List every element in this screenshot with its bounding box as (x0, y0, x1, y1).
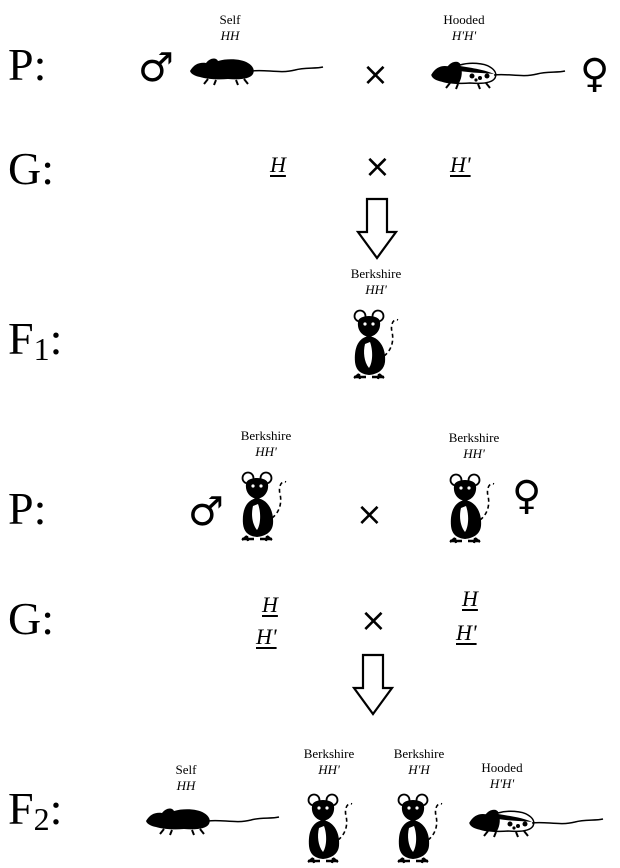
berkshire-rat-icon (448, 473, 496, 545)
berkshire-rat-icon (306, 793, 354, 865)
cross2-g-label: G: (8, 593, 54, 644)
hooded-rat-icon (431, 61, 566, 90)
cross1-g-label: G: (8, 143, 54, 194)
parent-genotype: H'H' (451, 28, 477, 44)
f2-offspring-label-1: Self HH (175, 762, 197, 794)
parent-genotype: HH (220, 28, 240, 44)
offspring-genotype: HH' (365, 282, 387, 298)
parent-name: Self (219, 12, 241, 27)
parent-genotype: HH' (255, 444, 277, 460)
cross2-male-parent-label: Berkshire HH' (228, 428, 304, 461)
cross1-offspring-label: Berkshire HH' (338, 266, 414, 299)
cross1-p-label: P: (8, 39, 47, 90)
parent-name: Hooded (443, 12, 485, 27)
cross2-gamete-female-2: H' (456, 620, 477, 645)
cross2-f2-label: F2: (8, 783, 63, 837)
female-symbol-icon: ♀ (512, 473, 542, 519)
male-symbol-icon: ♂ (138, 45, 174, 91)
male-symbol-icon: ♂ (188, 489, 224, 535)
female-symbol-icon: ♀ (580, 51, 610, 97)
berkshire-rat-icon (240, 471, 288, 543)
cross1-f1-label: F1: (8, 313, 63, 367)
cross2-p-label: P: (8, 483, 47, 534)
cross1-male-parent-label: Self HH (210, 12, 250, 45)
f2-offspring-label-3: Berkshire H'H (393, 746, 445, 778)
cross1-female-parent-label: Hooded H'H' (432, 12, 496, 45)
parent-name: Berkshire (240, 428, 292, 443)
cross-symbol-icon: × (362, 55, 389, 93)
cross2-gamete-male-2: H' (256, 624, 277, 649)
arrow-down-icon (355, 197, 399, 260)
self-rat-icon (145, 807, 280, 836)
offspring-name: Berkshire (350, 266, 402, 281)
self-rat-icon (189, 57, 324, 86)
cross1-gamete-female: H' (450, 152, 471, 177)
cross-symbol-icon: × (360, 601, 387, 639)
f2-offspring-label-2: Berkshire HH' (303, 746, 355, 778)
cross-symbol-icon: × (356, 495, 383, 533)
arrow-down-icon (351, 653, 395, 716)
cross-symbol-icon: × (364, 147, 391, 185)
cross1-gamete-male: H (270, 152, 286, 177)
hooded-rat-icon (469, 809, 604, 838)
berkshire-rat-icon (352, 309, 400, 381)
berkshire-rat-icon (396, 793, 444, 865)
parent-name: Berkshire (448, 430, 500, 445)
cross2-gamete-male-1: H (262, 592, 278, 617)
f2-offspring-label-4: Hooded H'H' (481, 760, 523, 792)
cross2-female-parent-label: Berkshire HH' (436, 430, 512, 463)
cross2-gamete-female-1: H (462, 586, 478, 611)
parent-genotype: HH' (463, 446, 485, 462)
